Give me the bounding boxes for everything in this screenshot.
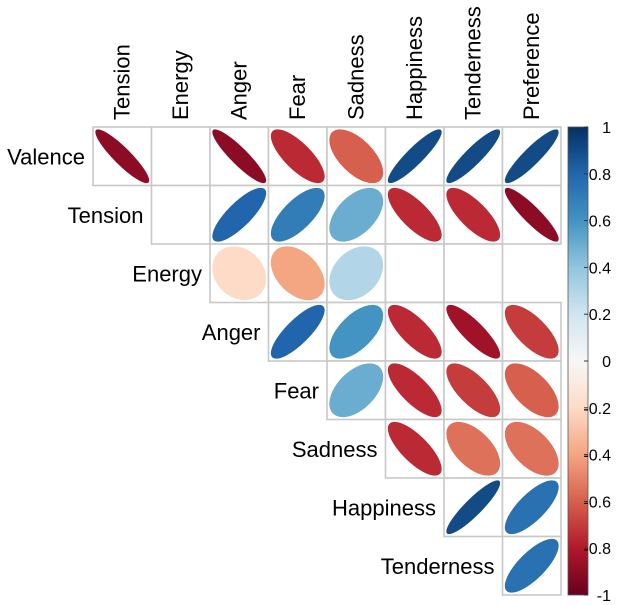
column-label: Preference [519, 12, 544, 120]
row-label: Anger [202, 320, 261, 345]
colorbar-tick-label: -0.2 [583, 401, 611, 418]
row-label: Tension [68, 203, 144, 228]
correlation-ellipse [387, 187, 442, 242]
correlation-ellipse [446, 421, 501, 476]
correlation-ellipse [504, 129, 559, 184]
correlation-ellipse [504, 421, 559, 476]
correlation-ellipse [212, 187, 267, 242]
column-label: Sadness [343, 34, 368, 120]
column-labels: Tension Energy Anger Fear Sadness Happiness Te… [109, 6, 544, 120]
grid-cell [443, 243, 504, 304]
colorbar-tick-label: 0.6 [589, 214, 611, 231]
correlation-ellipse [504, 363, 559, 418]
grid-cell [150, 184, 211, 245]
correlation-ellipse [270, 246, 325, 301]
correlation-ellipse [446, 480, 501, 535]
colorbar-tick-label: -0.6 [583, 494, 611, 511]
grid-cell [384, 243, 445, 304]
correlation-ellipse [504, 538, 559, 593]
correlation-ellipse [387, 129, 442, 184]
colorbar-tick-label: 0.4 [589, 260, 611, 277]
cell-grid [92, 126, 562, 596]
correlation-ellipse [504, 187, 559, 242]
colorbar-tick-label: 0.2 [589, 307, 611, 324]
column-label: Fear [285, 75, 310, 120]
correlation-ellipse [329, 129, 384, 184]
column-label: Tenderness [460, 6, 485, 120]
correlation-ellipse [504, 480, 559, 535]
row-label: Happiness [332, 495, 436, 520]
correlation-ellipse [270, 187, 325, 242]
correlation-ellipse [95, 129, 150, 184]
correlation-ellipse [329, 304, 384, 359]
colorbar-tick-label: -1 [597, 588, 611, 605]
colorbar-tick-label: 0.8 [589, 167, 611, 184]
row-label: Valence [7, 144, 85, 169]
correlation-ellipse [446, 187, 501, 242]
correlation-ellipse [329, 187, 384, 242]
correlation-ellipse [504, 304, 559, 359]
grid-cell [150, 126, 211, 187]
correlation-ellipse [329, 246, 384, 301]
colorbar-tick-label: 0 [602, 354, 611, 371]
column-label: Happiness [402, 16, 427, 120]
row-label: Energy [132, 261, 202, 286]
correlation-ellipse [270, 129, 325, 184]
correlation-ellipse [270, 304, 325, 359]
column-label: Anger [226, 61, 251, 120]
correlation-ellipse [387, 421, 442, 476]
correlation-glyphs [95, 129, 559, 593]
colorbar-tick-label: -0.4 [583, 448, 611, 465]
column-label: Energy [168, 50, 193, 120]
row-label: Fear [274, 378, 319, 403]
row-label: Tenderness [381, 554, 495, 579]
colorbar: 1 0.8 0.6 0.4 0.2 0 -0.2 -0.4 -0.6 -0.8 -1 [567, 120, 611, 605]
correlation-ellipse [387, 304, 442, 359]
colorbar-tick-label: -0.8 [583, 541, 611, 558]
row-labels: ValenceTensionEnergyAngerFearSadnessHapp… [7, 144, 494, 579]
colorbar-tick-label: 1 [602, 120, 611, 137]
row-label: Sadness [292, 437, 378, 462]
correlation-ellipse [212, 129, 267, 184]
correlation-ellipse [446, 129, 501, 184]
correlation-ellipse [446, 304, 501, 359]
column-label: Tension [109, 44, 134, 120]
correlation-ellipse [446, 363, 501, 418]
correlation-ellipse [329, 363, 384, 418]
correlation-ellipse [212, 246, 267, 301]
correlation-ellipse [387, 363, 442, 418]
